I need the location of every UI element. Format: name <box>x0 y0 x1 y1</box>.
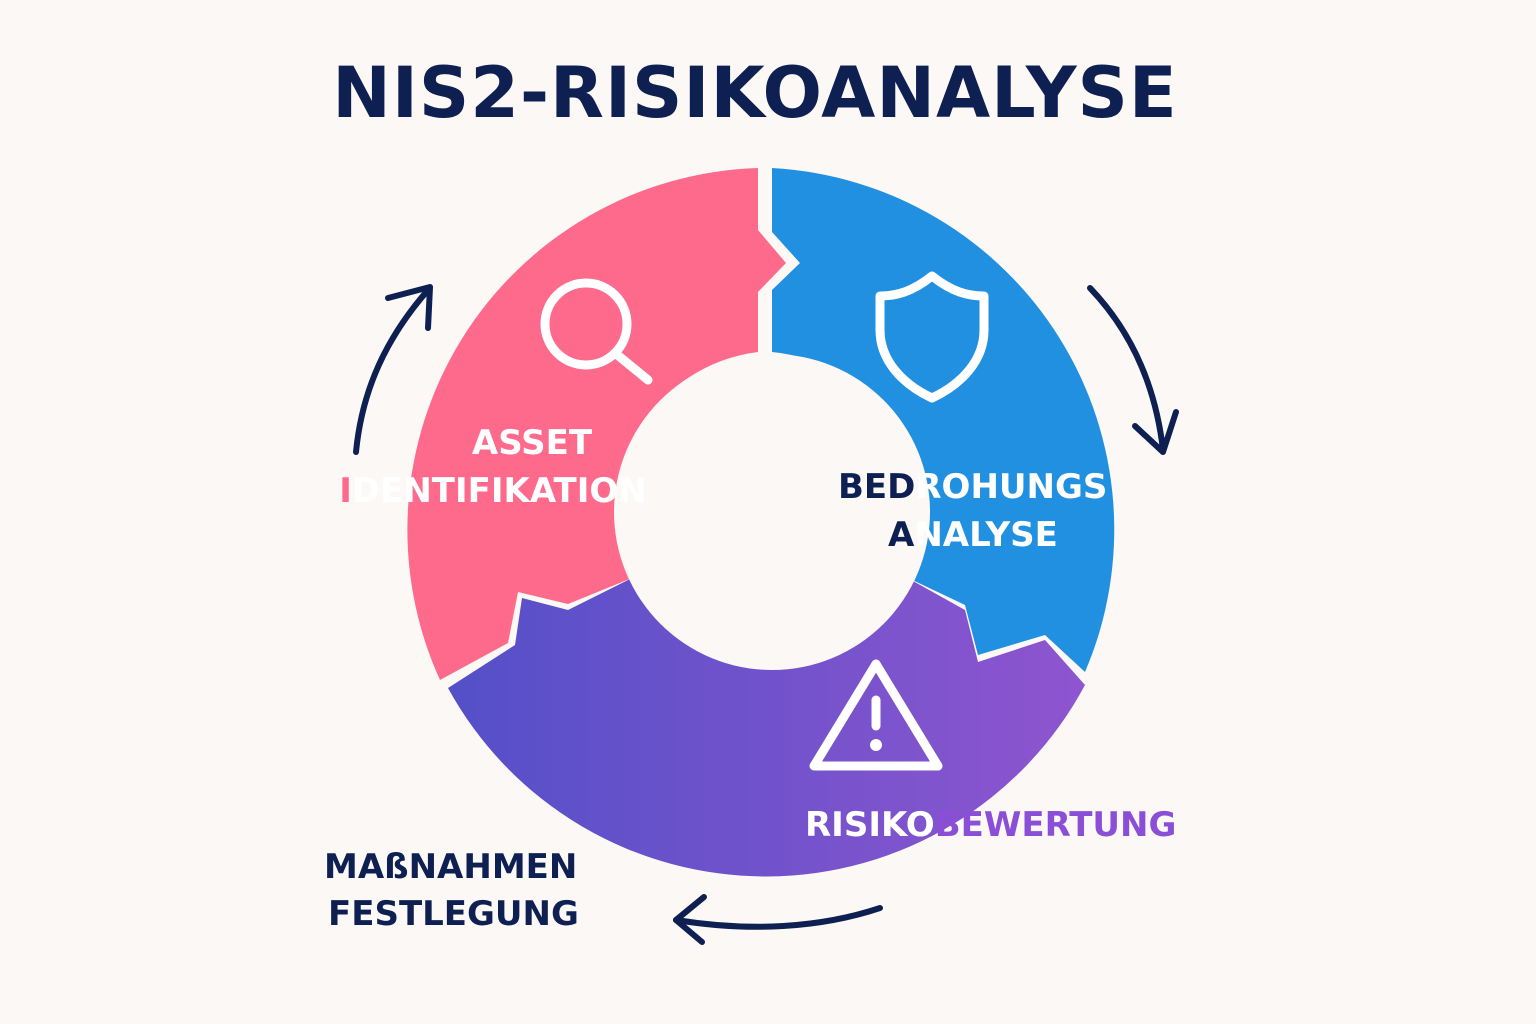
arrow-bottom-left-head-icon <box>673 894 707 945</box>
arrow-right-down-head-icon <box>1132 409 1179 455</box>
label-analyse: ANALYSE <box>888 515 1058 555</box>
label-massnahmen: MAßNAHMEN <box>324 847 577 887</box>
label-bedrohungs: BEDROHUNGS <box>838 467 1107 507</box>
arrow-bottom-left-icon <box>673 905 883 930</box>
label-festlegung: FESTLEGUNG <box>328 894 579 934</box>
label-analyse-a: A <box>888 515 915 555</box>
label-analyse-b: NALYSE <box>914 515 1057 555</box>
shield-icon <box>875 271 989 403</box>
segment-risikobewertung <box>448 576 1085 877</box>
label-asset: ASSET <box>472 423 593 463</box>
cycle-arrows <box>353 284 1179 945</box>
label-bedrohungs-b: ROHUNGS <box>915 467 1107 507</box>
label-identifikation-outer: I <box>339 471 352 511</box>
label-bewertung: BEWERTUNG <box>935 805 1177 845</box>
label-identifikation: IDENTIFIKATION <box>339 471 647 511</box>
warning-icon <box>809 659 943 771</box>
magnifier-icon <box>540 278 653 385</box>
label-risiko: RISIKO <box>805 805 935 845</box>
label-risikobewertung: RISIKOBEWERTUNG <box>805 805 1176 845</box>
segment-bedrohungsanalyse <box>772 168 1115 672</box>
label-identifikation-inner: DENTIFIKATION <box>352 471 647 511</box>
center-hole <box>614 354 930 670</box>
page-title: NIS2-RISIKOANALYSE <box>332 52 1178 134</box>
arrow-left-up-icon <box>353 287 431 455</box>
arrow-left-up-head-icon <box>385 284 433 331</box>
arrow-right-down-icon <box>1087 285 1166 453</box>
segment-asset-identifikation <box>407 168 786 680</box>
label-bedrohungs-a: BED <box>838 467 915 507</box>
